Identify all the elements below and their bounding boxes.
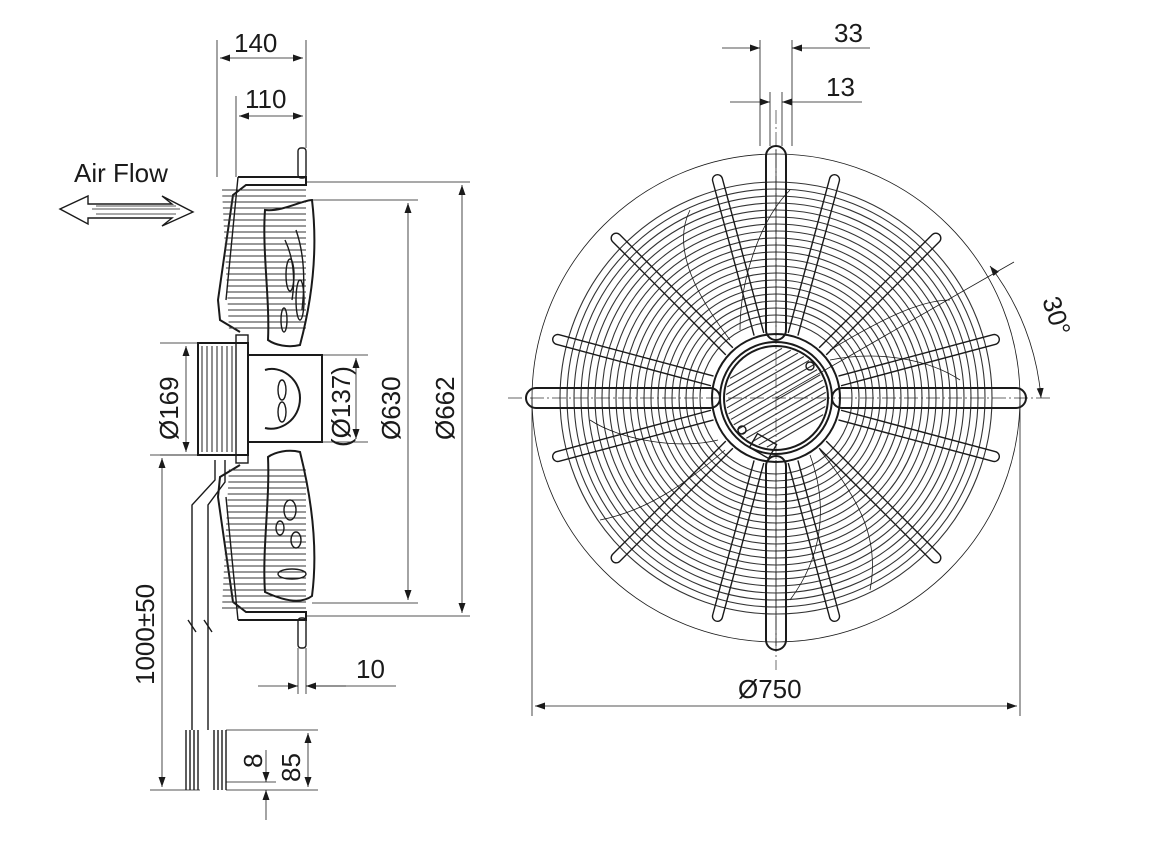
dim-140: 140: [234, 28, 277, 58]
hub-side: [247, 354, 323, 443]
air-flow-arrow: [58, 194, 195, 227]
fan-blade-lower: [263, 449, 316, 602]
side-view: 140 110 Air Flow Ø169 (Ø137) Ø630 Ø662 1…: [58, 28, 470, 820]
motor-front: [711, 333, 841, 463]
fan-blade-upper: [263, 198, 316, 348]
dim-662: Ø662: [430, 376, 460, 440]
dim-33: 33: [834, 18, 863, 48]
dim-169: Ø169: [154, 376, 184, 440]
guard-grill-side: [216, 176, 307, 621]
dim-8: 8: [238, 754, 268, 768]
dim-1000: 1000±50: [130, 584, 160, 685]
motor-side: [197, 334, 249, 464]
dim-110: 110: [245, 84, 286, 114]
dim-10: 10: [356, 654, 385, 684]
dim-630: Ø630: [376, 376, 406, 440]
dim-137: (Ø137): [326, 366, 356, 447]
front-view: 33 13 30° Ø750: [508, 18, 1077, 716]
dim-750: Ø750: [738, 674, 802, 704]
dim-13: 13: [826, 72, 855, 102]
label-air-flow: Air Flow: [74, 158, 168, 188]
cable: [185, 460, 227, 790]
dim-30deg: 30°: [1036, 293, 1077, 340]
dim-85: 85: [276, 753, 306, 782]
